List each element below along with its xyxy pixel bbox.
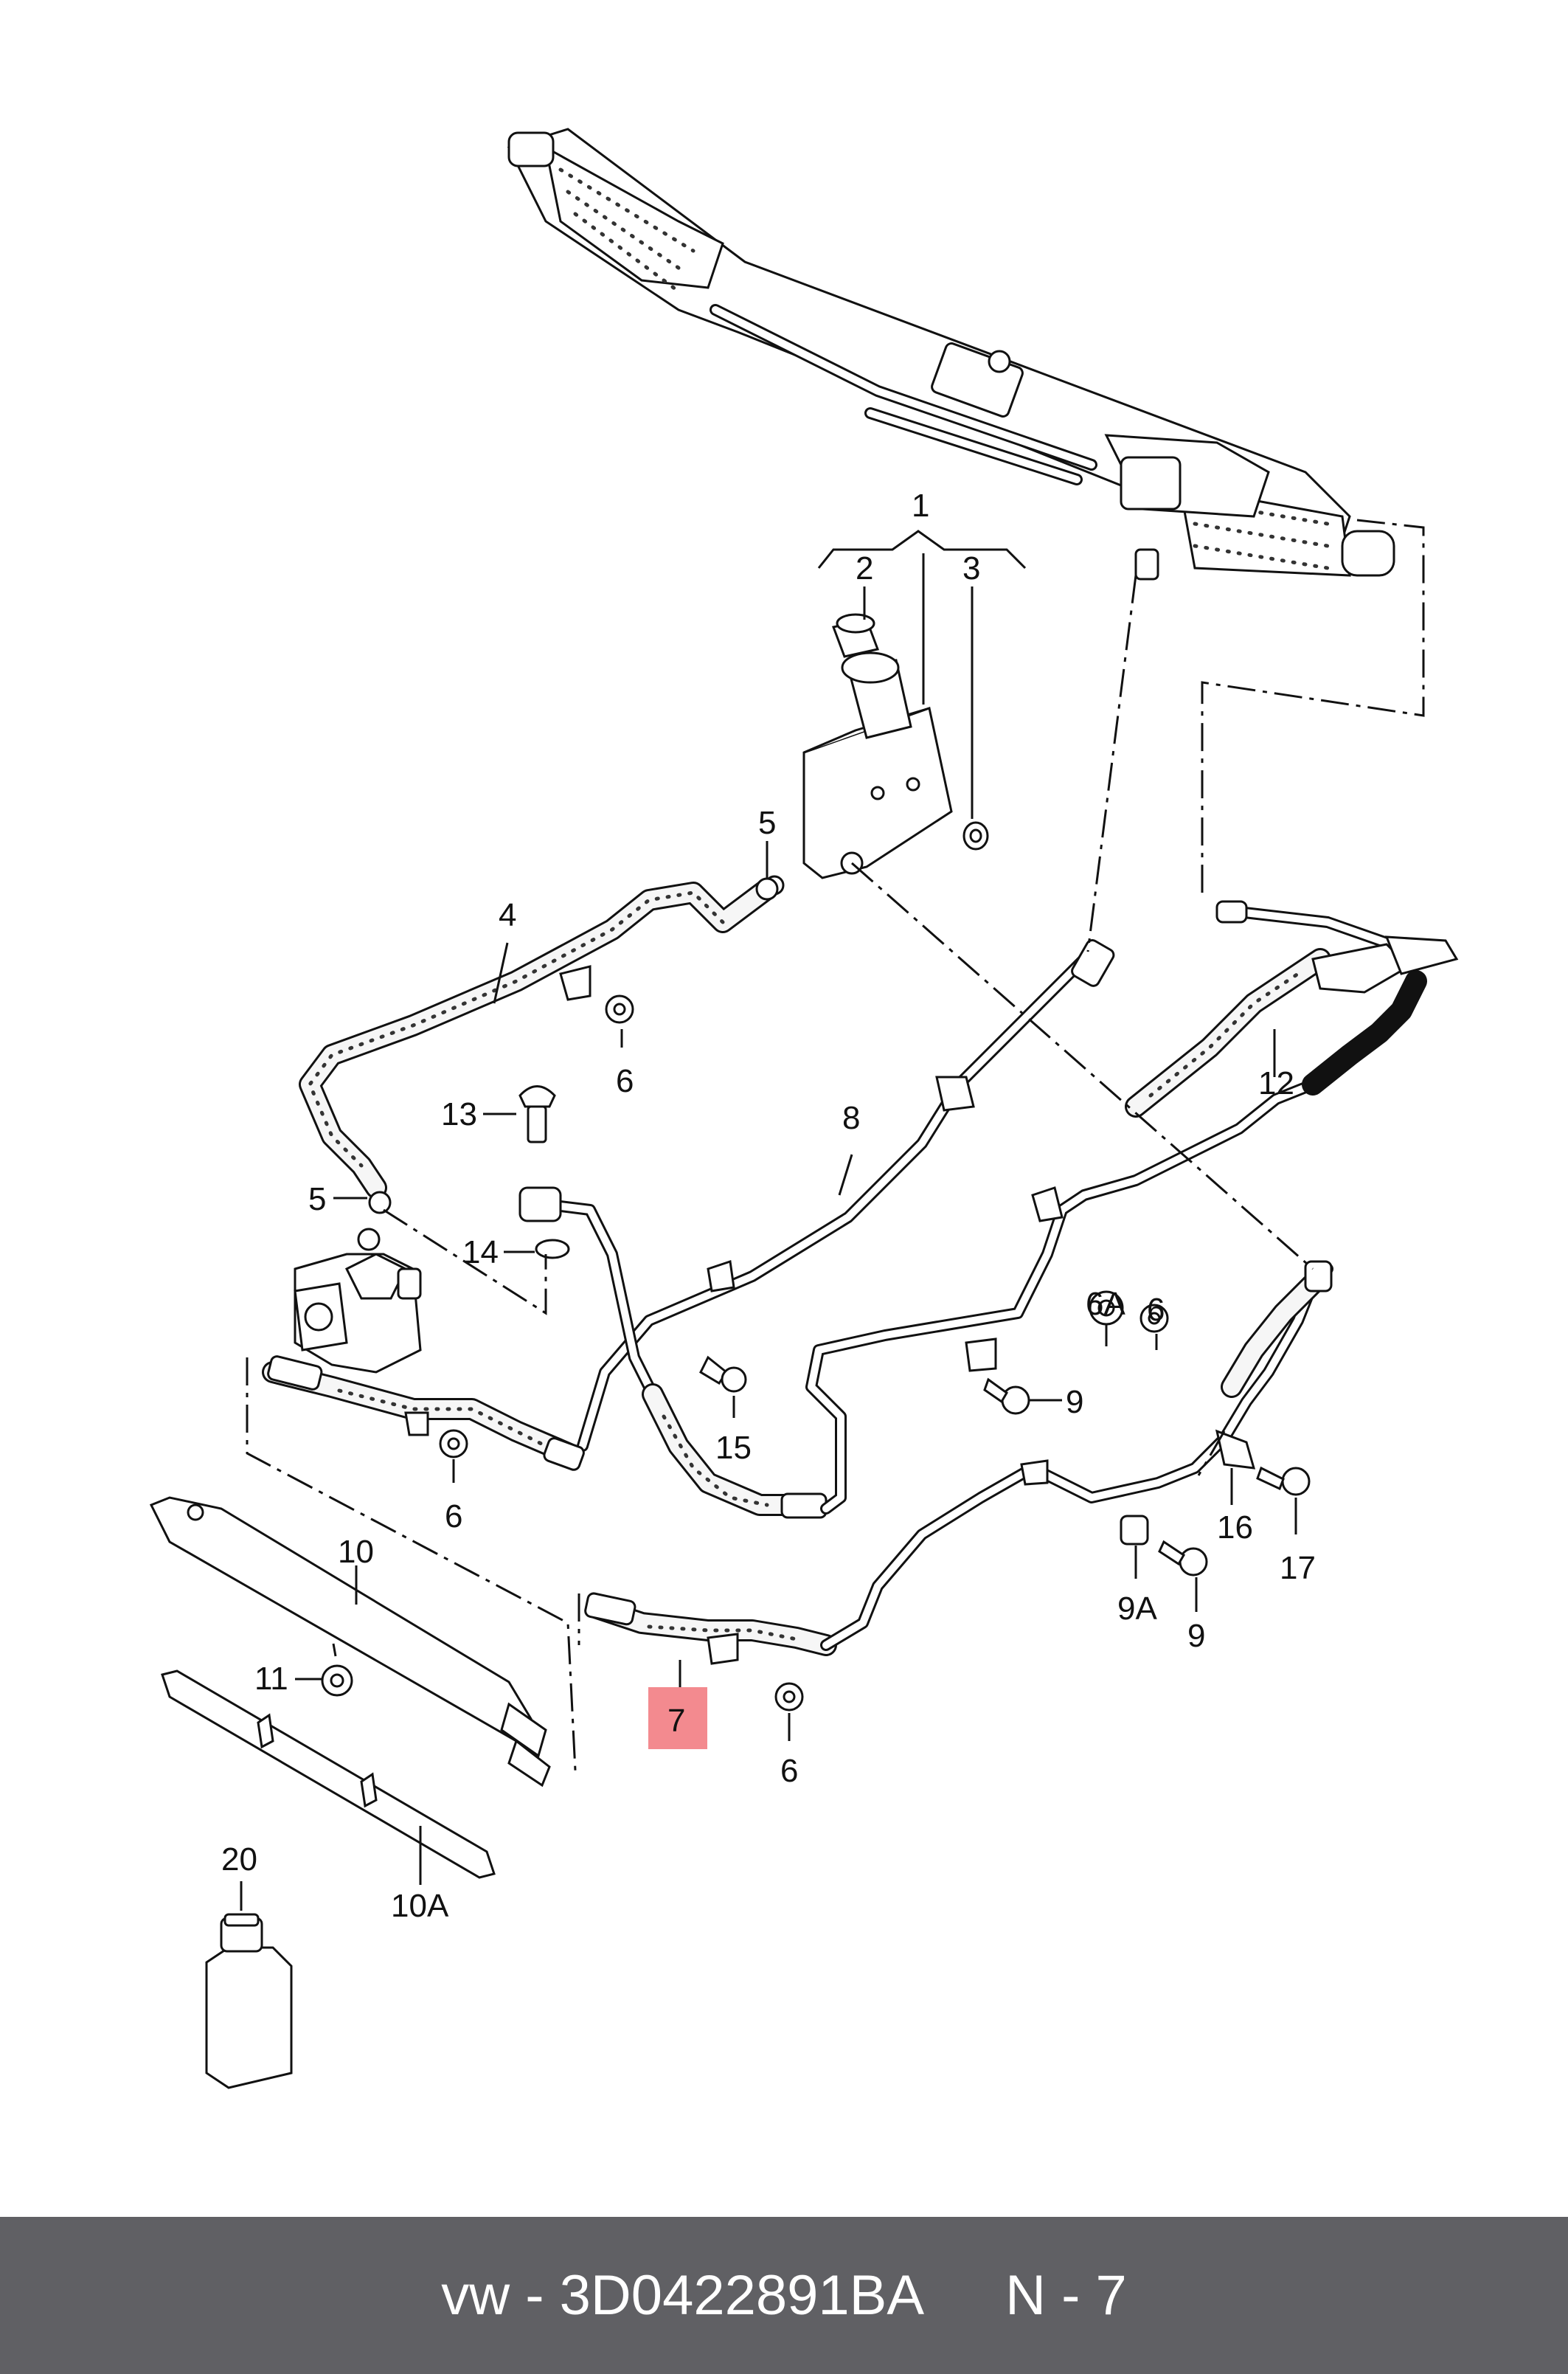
small-parts	[321, 877, 1311, 1712]
steering-pump	[294, 1228, 422, 1374]
fluid-reservoir	[802, 613, 989, 879]
power-steering-parts-diagram: 1 2 3 5 4 6 8 12 13 5 14 6A 6 9 15 6 16 …	[149, 128, 1459, 2089]
callout-20: 20	[221, 1841, 257, 1878]
callout-14: 14	[462, 1234, 499, 1270]
pressure-hose-mid	[518, 1079, 1319, 1519]
pressure-line-8	[577, 939, 1115, 1452]
callout-15: 15	[715, 1430, 752, 1466]
callout-17: 17	[1280, 1550, 1316, 1586]
cooler-bracket-10A	[161, 1669, 496, 1879]
return-line-7	[584, 1260, 1333, 1665]
leader-lines	[240, 530, 1297, 1911]
callout-2: 2	[856, 550, 873, 586]
callout-8: 8	[842, 1100, 860, 1136]
guide-lines	[246, 519, 1425, 1771]
fluid-bottle-20	[205, 1913, 293, 2089]
callout-6-right: 6	[1147, 1292, 1165, 1328]
callout-6-bottom: 6	[780, 1753, 798, 1789]
callout-10A: 10A	[391, 1888, 449, 1924]
callout-6A: 6A	[1086, 1286, 1125, 1322]
callout-5-reservoir: 5	[758, 805, 776, 841]
callout-1: 1	[912, 488, 929, 524]
diagram-reference: N - 7	[1005, 2264, 1127, 2327]
part-number: vw - 3D0422891BA	[441, 2264, 925, 2327]
callout-9A: 9A	[1117, 1591, 1157, 1627]
callout-labels: 1 2 3 5 4 6 8 12 13 5 14 6A 6 9 15 6 16 …	[221, 488, 1316, 1924]
callout-3: 3	[962, 550, 980, 586]
callout-12: 12	[1258, 1065, 1294, 1101]
part-number-footer: vw - 3D0422891BA N - 7	[0, 2217, 1568, 2374]
callout-5-pump: 5	[308, 1181, 326, 1217]
highlight-box	[648, 1687, 707, 1749]
callout-9-lower: 9	[1187, 1618, 1205, 1654]
callout-11: 11	[254, 1661, 288, 1697]
steering-rack	[507, 128, 1395, 581]
callout-6-lower-left: 6	[445, 1498, 462, 1534]
callout-9-upper: 9	[1066, 1384, 1083, 1420]
callout-7: 7	[667, 1703, 685, 1739]
callout-10: 10	[338, 1534, 374, 1570]
return-hose-4	[299, 875, 785, 1199]
return-hose-12	[1125, 900, 1459, 1118]
oil-cooler-10	[149, 1496, 551, 1788]
callout-6-hose4: 6	[616, 1063, 634, 1099]
callout-4: 4	[499, 897, 516, 933]
cooler-hose-lower	[262, 1355, 585, 1471]
callout-13: 13	[441, 1096, 477, 1132]
callout-16: 16	[1217, 1509, 1253, 1546]
